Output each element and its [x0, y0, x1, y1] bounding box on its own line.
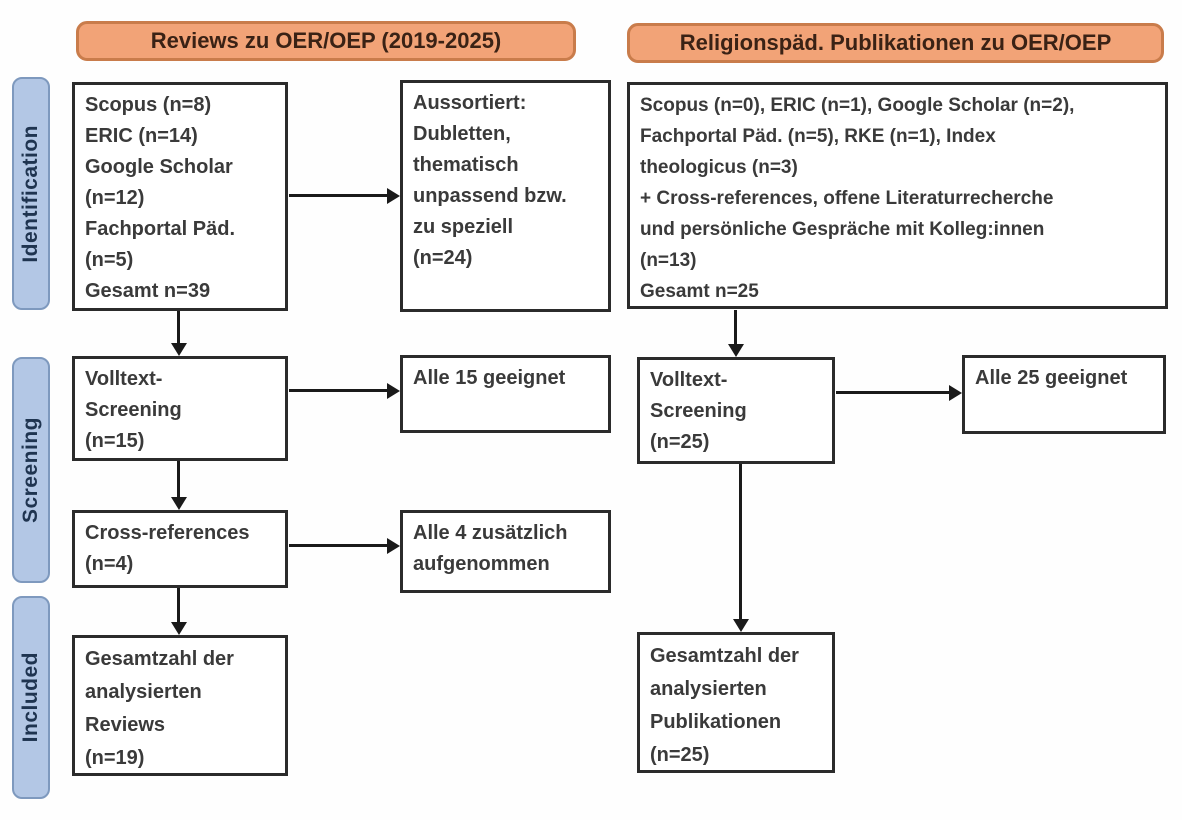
- box-crossref-result: Alle 4 zusätzlich aufgenommen: [400, 510, 611, 593]
- arrowhead-right-icon: [387, 382, 400, 399]
- arrow-left-fulltext-to-crossref: [170, 461, 187, 510]
- arrowhead-right-icon: [949, 384, 962, 401]
- arrow-left-fulltext-to-result: [289, 382, 400, 399]
- box-right-fulltext-result: Alle 25 geeignet: [962, 355, 1166, 434]
- column-header-religionspaed-label: Religionspäd. Publikationen zu OER/OEP: [679, 30, 1112, 55]
- box-left-sources-text: Scopus (n=8) ERIC (n=14) Google Scholar …: [85, 94, 236, 302]
- arrow-crossref-to-included: [170, 588, 187, 635]
- box-right-fulltext-screening-text: Volltext- Screening (n=25): [650, 369, 747, 453]
- arrowhead-down-icon: [727, 344, 744, 357]
- stage-label-screening: Screening: [12, 357, 50, 583]
- arrow-left-sources-to-excluded: [289, 187, 400, 204]
- box-right-sources-text: Scopus (n=0), ERIC (n=1), Google Scholar…: [640, 95, 1075, 302]
- box-right-included: Gesamtzahl der analysierten Publikatione…: [637, 632, 835, 773]
- box-left-excluded: Aussortiert: Dubletten, thematisch unpas…: [400, 80, 611, 312]
- column-header-reviews: Reviews zu OER/OEP (2019-2025): [76, 21, 576, 61]
- box-right-sources: Scopus (n=0), ERIC (n=1), Google Scholar…: [627, 82, 1168, 309]
- stage-label-screening-text: Screening: [19, 416, 42, 524]
- stage-label-included: Included: [12, 596, 50, 799]
- box-left-fulltext-result-text: Alle 15 geeignet: [413, 367, 566, 389]
- box-crossref-text: Cross-references (n=4): [85, 522, 250, 575]
- stage-label-included-text: Included: [19, 652, 42, 743]
- column-header-religionspaed: Religionspäd. Publikationen zu OER/OEP: [627, 23, 1164, 63]
- box-left-included: Gesamtzahl der analysierten Reviews (n=1…: [72, 635, 288, 776]
- box-right-fulltext-screening: Volltext- Screening (n=25): [637, 357, 835, 464]
- arrowhead-right-icon: [387, 187, 400, 204]
- arrow-crossref-to-result: [289, 537, 400, 554]
- box-left-excluded-text: Aussortiert: Dubletten, thematisch unpas…: [413, 92, 567, 269]
- box-left-fulltext-result: Alle 15 geeignet: [400, 355, 611, 433]
- arrow-right-fulltext-to-included: [732, 464, 749, 632]
- arrowhead-right-icon: [387, 537, 400, 554]
- box-left-sources: Scopus (n=8) ERIC (n=14) Google Scholar …: [72, 82, 288, 311]
- arrowhead-down-icon: [170, 622, 187, 635]
- arrow-right-fulltext-to-result: [836, 384, 962, 401]
- box-right-fulltext-result-text: Alle 25 geeignet: [975, 367, 1128, 389]
- stage-label-identification-text: Identification: [19, 124, 42, 263]
- column-header-reviews-label: Reviews zu OER/OEP (2019-2025): [150, 28, 502, 53]
- box-left-fulltext-screening: Volltext- Screening (n=15): [72, 356, 288, 461]
- box-right-included-text: Gesamtzahl der analysierten Publikatione…: [650, 645, 799, 766]
- stage-label-identification: Identification: [12, 77, 50, 310]
- arrowhead-down-icon: [170, 343, 187, 356]
- arrow-left-sources-to-fulltext: [170, 311, 187, 356]
- arrowhead-down-icon: [732, 619, 749, 632]
- box-crossref: Cross-references (n=4): [72, 510, 288, 588]
- box-crossref-result-text: Alle 4 zusätzlich aufgenommen: [413, 522, 568, 575]
- arrowhead-down-icon: [170, 497, 187, 510]
- box-left-included-text: Gesamtzahl der analysierten Reviews (n=1…: [85, 648, 234, 769]
- box-left-fulltext-screening-text: Volltext- Screening (n=15): [85, 368, 182, 452]
- arrow-right-sources-to-fulltext: [727, 310, 744, 357]
